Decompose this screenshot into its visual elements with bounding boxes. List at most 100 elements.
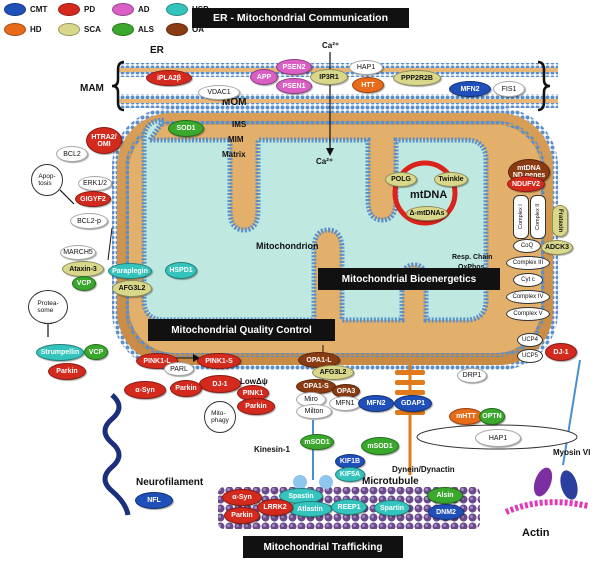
legend-swatch: [112, 3, 134, 16]
protein-atlastin: Atlastin: [288, 501, 332, 517]
protein-sod1_top: SOD1: [168, 120, 204, 137]
complex-c3: Complex III: [506, 256, 550, 270]
calcium-top-label: Ca²⁺: [322, 41, 340, 50]
legend-item-pd: PD: [58, 3, 95, 16]
myosin-label: Myosin VI: [553, 448, 591, 457]
protein-kif5a: KIF5A: [335, 467, 365, 482]
protein-parl: PARL: [164, 362, 194, 376]
protein-afg3l2b: AFG3L2: [312, 365, 354, 380]
legend-item-oa: OA: [166, 23, 204, 36]
protein-htt_top: HTT: [352, 77, 384, 93]
legend-label: SCA: [84, 25, 101, 34]
protein-bcl2p: BCL2-p: [70, 213, 108, 229]
complex-c2: Complex II: [530, 195, 546, 239]
protein-dj1a: DJ-1: [199, 375, 241, 393]
protein-asyn1: α-Syn: [124, 381, 166, 399]
protein-alsin: Alsin: [427, 487, 463, 504]
apoptosis-bubble: Apop- tosis: [31, 164, 63, 196]
protein-bcl2: BCL2: [56, 146, 88, 162]
trafficking-banner: Mitochondrial Trafficking: [243, 536, 403, 558]
complex-coq: CoQ: [513, 239, 541, 253]
protein-parkin4: Parkin: [224, 507, 260, 524]
protein-parkin2: Parkin: [170, 380, 202, 397]
quality-control-banner: Mitochondrial Quality Control: [148, 319, 335, 341]
complex-c1: Complex I: [513, 195, 529, 239]
protein-lrrk2: LRRK2: [257, 499, 293, 516]
protein-ppp2r2b: PPP2R2B: [393, 70, 441, 86]
neurofilament-strand: [102, 393, 131, 516]
protein-optn: OPTN: [479, 408, 505, 425]
protein-mfn2b: MFN2: [358, 395, 394, 412]
dynein-complex: [395, 365, 425, 475]
protein-psen1: PSEN1: [276, 78, 312, 94]
protein-htra2: HTRA2/ OMI: [86, 127, 122, 154]
mtdna-label: mtDNA: [410, 189, 448, 201]
complex-ucp5: UCP5: [517, 349, 543, 363]
protein-app: APP: [250, 69, 278, 85]
protein-reep1: REEP1: [331, 499, 367, 515]
bioenergetics-banner: Mitochondrial Bioenergetics: [318, 268, 500, 290]
protein-vcp1: VCP: [72, 276, 96, 291]
legend-swatch: [58, 23, 80, 36]
protein-nfl: NFL: [135, 492, 173, 509]
protein-fis1: FIS1: [493, 81, 525, 97]
mtdna-ring: [392, 160, 458, 226]
legend-label: OA: [192, 25, 204, 34]
protein-dmtdna: Δ-mtDNAs: [406, 206, 448, 221]
legend-label: CMT: [30, 5, 48, 14]
protein-ipla2b: iPLA2β: [146, 70, 192, 86]
protein-mhtt: mHTT: [449, 408, 483, 425]
protein-hap1b: HAP1: [475, 429, 521, 447]
protein-hap1_top: HAP1: [349, 60, 383, 75]
protein-adck3: ADCK3: [541, 240, 573, 255]
matrix-label: Matrix: [222, 150, 246, 159]
legend-label: PD: [84, 5, 96, 14]
protein-twinkle: Twinkle: [434, 172, 468, 187]
protein-pink1s: PINK1-S: [197, 353, 241, 369]
protein-gigyf2: GIGYF2: [75, 191, 111, 207]
microtubule-label: Microtubule: [362, 476, 419, 487]
protein-polg: POLG: [385, 172, 417, 187]
protein-dnm2: DNM2: [428, 504, 464, 520]
legend-swatch: [4, 3, 26, 16]
protein-parkin3: Parkin: [237, 398, 275, 415]
legend-label: AD: [138, 5, 150, 14]
protein-psen2: PSEN2: [276, 59, 312, 75]
protein-ip3r1: IP3R1: [310, 69, 348, 85]
protein-vcp2: VCP: [84, 344, 108, 360]
er-communication-banner: ER - Mitochondrial Communication: [192, 8, 409, 28]
protein-msod1a: mSOD1: [361, 437, 399, 455]
protein-drp1: DRP1: [457, 368, 487, 383]
complex-cytc: Cyt c: [513, 273, 543, 287]
protein-march5: MARCH5: [60, 245, 96, 260]
mitochondrion-label: Mitochondrion: [256, 241, 319, 251]
mim-label: MIM: [228, 135, 244, 144]
mom-label: MOM: [222, 97, 247, 108]
protein-parkin1: Parkin: [48, 363, 86, 380]
legend-label: ALS: [138, 25, 154, 34]
protein-mfn2_top: MFN2: [449, 81, 491, 97]
legend-item-cmt: CMT: [4, 3, 47, 16]
legend-swatch: [58, 3, 80, 16]
legend-swatch: [166, 3, 188, 16]
resp-chain-label: Resp. Chain: [452, 254, 493, 261]
protein-msod1b: mSOD1: [300, 434, 334, 450]
protein-mfn1: MFN1: [329, 396, 361, 411]
actin-label: Actin: [522, 527, 550, 539]
protein-paraplegin: Paraplegin: [108, 263, 152, 279]
protein-strumpellin: Strumpellin: [36, 344, 84, 361]
protein-dj1b: DJ-1: [545, 343, 577, 361]
kinesin-label: Kinesin-1: [254, 445, 291, 454]
proteasome-bubble: Protea- some: [28, 290, 68, 324]
legend-item-sca: SCA: [58, 23, 101, 36]
protein-asyn2: α-Syn: [222, 489, 262, 506]
protein-hspd1: HSPD1: [165, 262, 197, 279]
protein-ataxin3: Ataxin-3: [62, 261, 104, 277]
legend-label: HD: [30, 25, 42, 34]
protein-milton: Milton: [296, 404, 332, 419]
ims-label: IMS: [232, 120, 247, 129]
legend-swatch: [4, 23, 26, 36]
protein-afg3l2: AFG3L2: [112, 280, 152, 297]
complex-ucp4: UCP4: [517, 333, 543, 347]
